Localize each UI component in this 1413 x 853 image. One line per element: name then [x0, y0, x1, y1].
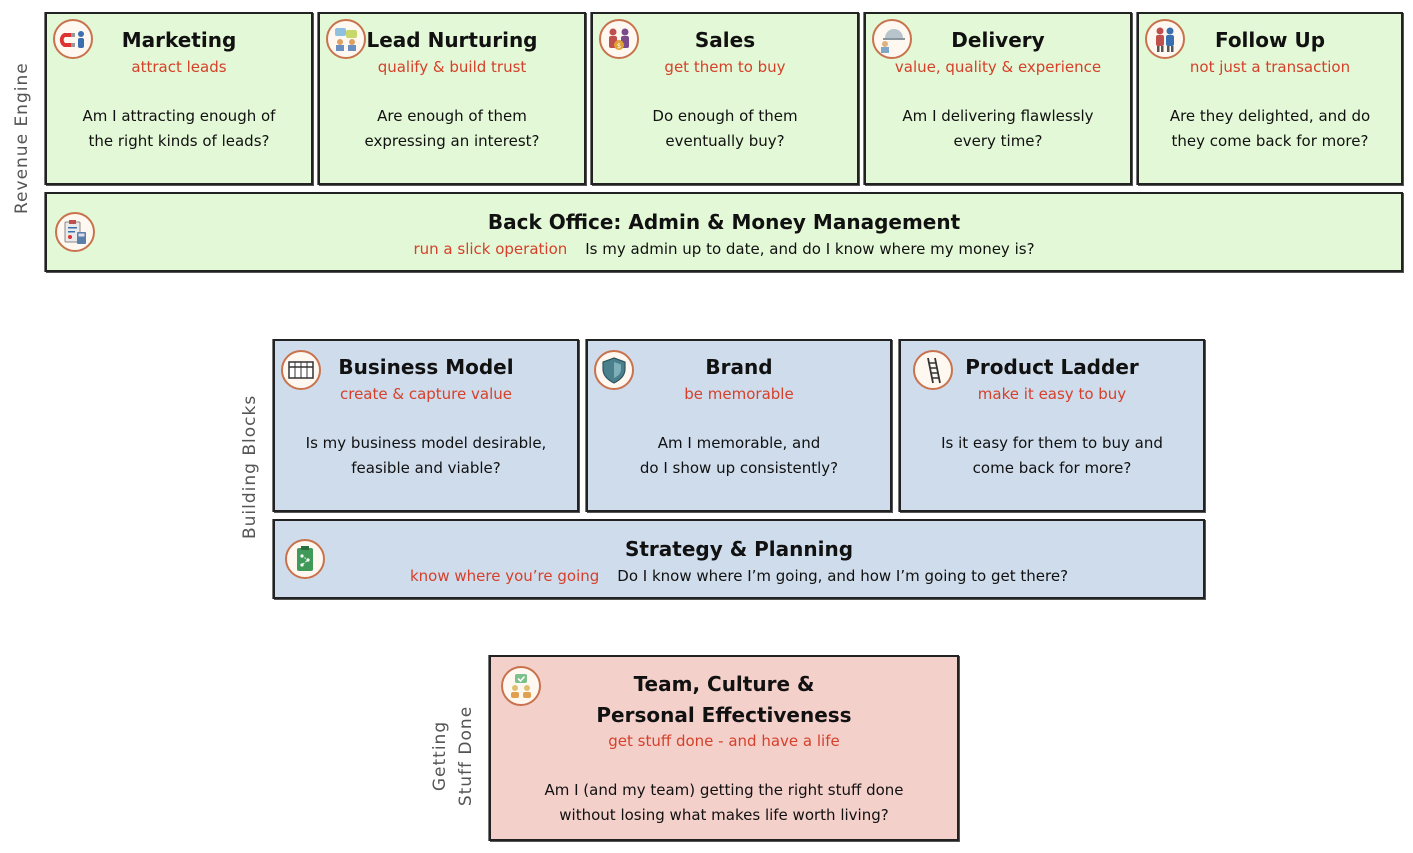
question-line: Am I memorable, and [657, 434, 821, 452]
card-brand: Brand be memorable Am I memorable, and d… [586, 339, 892, 512]
card-marketing: Marketing attract leads Am I attracting … [45, 12, 313, 185]
card-delivery: Delivery value, quality & experience Am … [864, 12, 1132, 185]
shield-icon [594, 350, 634, 390]
card-title: Sales [694, 28, 756, 52]
card-subtitle: value, quality & experience [894, 58, 1102, 76]
title-line: Personal Effectiveness [596, 703, 852, 727]
question-line: Am I delivering flawlessly [902, 107, 1094, 125]
card-title: Brand [705, 355, 773, 379]
card-question: Is my business model desirable, feasible… [281, 431, 571, 481]
card-title: Delivery [951, 28, 1045, 52]
question-line: the right kinds of leads? [88, 132, 270, 150]
question-line: every time? [953, 132, 1043, 150]
question-line: Do enough of them [652, 107, 798, 125]
card-title: Strategy & Planning [624, 537, 854, 561]
section-label-building-blocks: Building Blocks [240, 394, 260, 539]
card-subtitle: run a slick operation [413, 240, 568, 258]
section-label-line-1: Getting [430, 720, 450, 792]
delivery-tray-icon [872, 19, 912, 59]
clipboard-calculator-icon [55, 212, 95, 252]
card-title: Marketing [121, 28, 237, 52]
card-title: Team, Culture & Personal Effectiveness [491, 669, 957, 731]
svg-text:$: $ [617, 42, 621, 50]
people-icon [1145, 19, 1185, 59]
card-subline: know where you’re going Do I know where I… [275, 566, 1203, 586]
card-title: Lead Nurturing [366, 28, 538, 52]
card-subtitle: get stuff done - and have a life [608, 732, 840, 750]
card-subtitle: not just a transaction [1189, 58, 1351, 76]
card-title: Product Ladder [965, 355, 1139, 379]
card-question: Is it easy for them to buy and come back… [907, 431, 1197, 481]
card-team-culture: Team, Culture & Personal Effectiveness g… [489, 655, 959, 841]
card-question: Are they delighted, and do they come bac… [1145, 104, 1395, 154]
card-question: Is my admin up to date, and do I know wh… [585, 240, 1035, 258]
card-question: Am I memorable, and do I show up consist… [594, 431, 884, 481]
question-line: Am I attracting enough of [82, 107, 276, 125]
card-question: Am I delivering flawlessly every time? [872, 104, 1124, 154]
building-grid-icon [281, 350, 321, 390]
card-subline: run a slick operation Is my admin up to d… [47, 239, 1401, 259]
question-line: Is my business model desirable, [305, 434, 547, 452]
card-subtitle: get them to buy [664, 58, 786, 76]
card-question: Do enough of them eventually buy? [599, 104, 851, 154]
card-product-ladder: Product Ladder make it easy to buy Is it… [899, 339, 1205, 512]
card-question: Do I know where I’m going, and how I’m g… [617, 567, 1069, 585]
card-question: Am I attracting enough of the right kind… [53, 104, 305, 154]
question-line: do I show up consistently? [639, 459, 839, 477]
conversation-icon [326, 19, 366, 59]
card-business-model: Business Model create & capture value Is… [273, 339, 579, 512]
card-subtitle: create & capture value [339, 385, 512, 403]
question-line: eventually buy? [665, 132, 785, 150]
ladder-icon [913, 350, 953, 390]
strategy-board-icon [285, 539, 325, 579]
question-line: Are enough of them [377, 107, 527, 125]
sales-people-icon: $ [599, 19, 639, 59]
team-check-icon [501, 666, 541, 706]
card-title: Follow Up [1214, 28, 1326, 52]
question-line: without losing what makes life worth liv… [559, 806, 889, 824]
section-label-revenue-engine: Revenue Engine [12, 62, 32, 214]
card-subtitle: be memorable [684, 385, 794, 403]
question-line: feasible and viable? [351, 459, 501, 477]
card-strategy-planning: Strategy & Planning know where you’re go… [273, 519, 1205, 599]
card-title: Back Office: Admin & Money Management [487, 210, 961, 234]
question-line: Am I (and my team) getting the right stu… [544, 781, 904, 799]
card-subtitle: know where you’re going [409, 567, 600, 585]
card-subtitle: attract leads [131, 58, 227, 76]
section-label-getting-stuff-done: Getting Stuff Done [427, 701, 479, 811]
card-subtitle: make it easy to buy [977, 385, 1127, 403]
card-subtitle: qualify & build trust [377, 58, 527, 76]
card-follow-up: Follow Up not just a transaction Are the… [1137, 12, 1403, 185]
question-line: Are they delighted, and do [1169, 107, 1371, 125]
card-sales: $ Sales get them to buy Do enough of the… [591, 12, 859, 185]
card-lead-nurturing: Lead Nurturing qualify & build trust Are… [318, 12, 586, 185]
card-back-office: Back Office: Admin & Money Management ru… [45, 192, 1403, 272]
card-title: Business Model [338, 355, 514, 379]
question-line: come back for more? [972, 459, 1132, 477]
question-line: they come back for more? [1171, 132, 1369, 150]
title-line: Team, Culture & [633, 672, 815, 696]
question-line: Is it easy for them to buy and [941, 434, 1163, 452]
card-question: Are enough of them expressing an interes… [326, 104, 578, 154]
card-question: Am I (and my team) getting the right stu… [497, 778, 951, 828]
section-label-line-2: Stuff Done [456, 705, 476, 807]
magnet-icon [53, 19, 93, 59]
question-line: expressing an interest? [364, 132, 540, 150]
